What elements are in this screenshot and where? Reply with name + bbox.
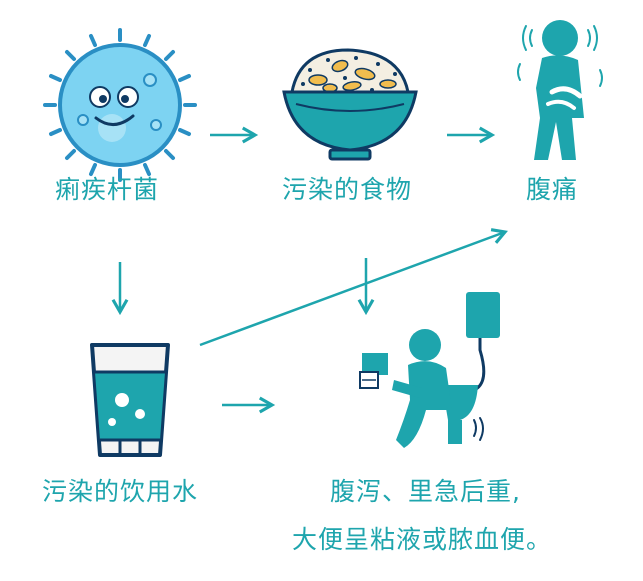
flow-arrows	[111, 126, 508, 414]
label-diarrhea-line1: 腹泻、里急后重,	[330, 477, 521, 506]
water-glass-icon	[90, 343, 170, 457]
arrow-water-to-pain	[199, 228, 508, 347]
food-bowl-icon	[282, 48, 418, 161]
label-diarrhea-line2: 大便呈粘液或脓血便。	[292, 525, 553, 554]
stomach-ache-person-icon	[517, 20, 603, 160]
bacteria-icon	[43, 28, 197, 182]
toilet-person-icon	[359, 292, 500, 448]
label-bacteria: 痢疾杆菌	[55, 175, 160, 204]
label-abdominal-pain: 腹痛	[526, 175, 579, 204]
label-contaminated-water: 污染的饮用水	[42, 477, 199, 506]
label-contaminated-food: 污染的食物	[282, 175, 413, 204]
